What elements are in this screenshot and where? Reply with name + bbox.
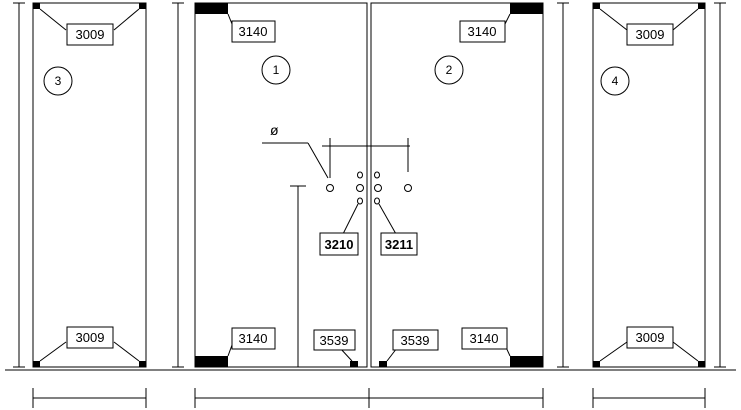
corner-clamp [593, 3, 600, 9]
hole [374, 184, 382, 192]
part-label-3210: 3210 [325, 237, 354, 252]
panel-number-1: 1 [273, 63, 280, 77]
diameter-symbol: ø [270, 122, 279, 138]
hole [357, 197, 363, 205]
panel-3: 3009 3009 3 [32, 2, 147, 368]
panel-2: 3140 3140 3539 2 3211 [370, 2, 544, 368]
panel-4: 3009 3009 4 [592, 2, 706, 368]
side-guide-lines [13, 2, 726, 368]
floor-lock [350, 361, 358, 367]
corner-clamp [33, 3, 40, 9]
part-label-3140: 3140 [239, 331, 268, 346]
bottom-patch-fitting [510, 356, 543, 367]
bottom-patch-fitting [195, 356, 228, 367]
panel-2-glass [370, 2, 544, 368]
dimension-lines [32, 388, 706, 408]
panel-number-2: 2 [446, 63, 453, 77]
part-label-3009: 3009 [636, 27, 665, 42]
part-label-3009: 3009 [636, 330, 665, 345]
floor-lock [379, 361, 387, 367]
panel-1: 3140 3140 3539 1 3210 [194, 2, 368, 368]
part-label-3009: 3009 [76, 330, 105, 345]
part-label-3539: 3539 [320, 333, 349, 348]
panel-number-4: 4 [612, 74, 619, 88]
top-patch-fitting [510, 3, 543, 14]
panel-3-glass [32, 2, 147, 368]
hole [356, 184, 364, 192]
hole-diameter-dimension [262, 138, 410, 179]
part-label-3140: 3140 [468, 24, 497, 39]
part-label-3140: 3140 [239, 24, 268, 39]
hole [357, 171, 363, 179]
corner-clamp [698, 3, 705, 9]
hole [326, 184, 334, 192]
hole [404, 184, 412, 192]
top-patch-fitting [195, 3, 228, 14]
panel-number-3: 3 [55, 74, 62, 88]
corner-clamp [33, 361, 40, 367]
part-label-3211: 3211 [385, 237, 413, 252]
panel-1-glass [194, 2, 368, 368]
corner-clamp [698, 361, 705, 367]
part-label-3009: 3009 [76, 27, 105, 42]
panel-4-glass [592, 2, 706, 368]
corner-clamp [139, 3, 146, 9]
hole [374, 197, 380, 205]
corner-clamp [593, 361, 600, 367]
part-label-3140: 3140 [470, 331, 499, 346]
part-label-3539: 3539 [401, 333, 430, 348]
corner-clamp [139, 361, 146, 367]
hole [374, 171, 380, 179]
